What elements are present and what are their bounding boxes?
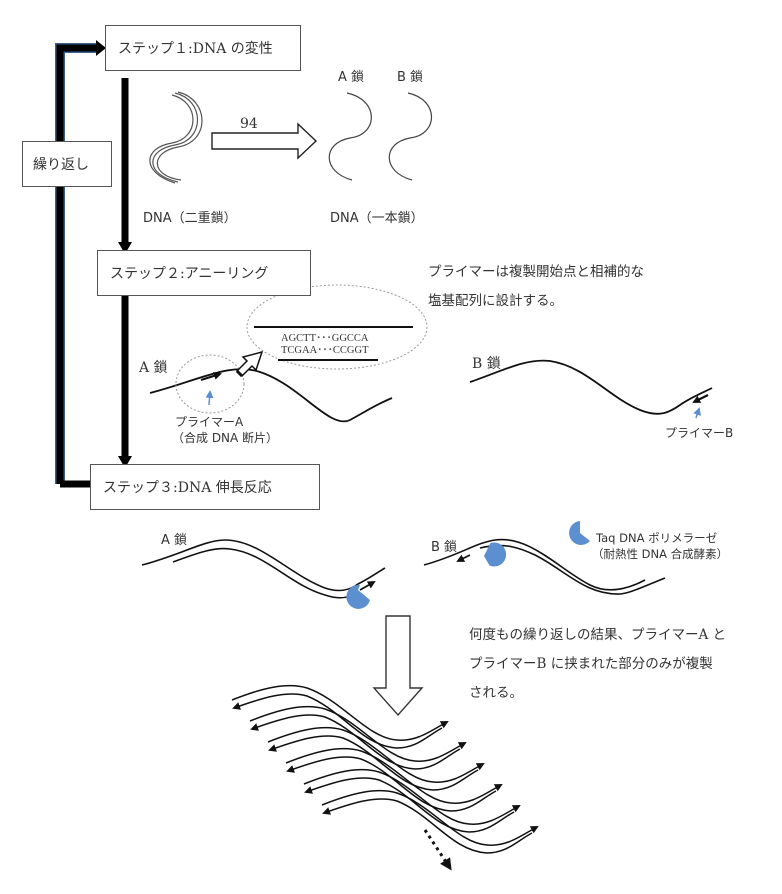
product-strand-pair [303, 768, 521, 833]
result-note-line3: される。 [469, 685, 523, 701]
enzyme-icon-b [484, 542, 507, 567]
single-strand-a [328, 92, 372, 181]
sequence-bottom: TCGAA･･･CCGGT [281, 345, 369, 356]
heat-arrow [211, 122, 318, 160]
single-strand-label: DNA（一本鎖） [330, 211, 424, 226]
result-arrow [372, 615, 424, 717]
double-strand-dna [149, 91, 203, 184]
product-strand-pair [231, 684, 449, 749]
annealing-strand-b [469, 359, 713, 419]
annealing-strand-a [149, 354, 393, 423]
enzyme-legend-icon [569, 521, 590, 545]
step3-label: ステップ３:DNA 伸長反応 [103, 480, 272, 496]
step1-label: ステップ１:DNA の変性 [118, 41, 273, 57]
step2-label: ステップ２:アニーリング [110, 266, 269, 282]
primer-note: プライマーは複製開始点と相補的な 塩基配列に設計する。 [428, 258, 644, 316]
sequence-callout [246, 284, 428, 370]
extension-strand-a-label: A 鎖 [161, 533, 188, 548]
extension-strand-b-label: B 鎖 [431, 540, 458, 555]
extension-strand-b [423, 538, 666, 595]
product-strand-pair [267, 726, 485, 791]
strand-b-label-top: B 鎖 [397, 70, 424, 85]
amplified-products [231, 684, 539, 871]
repeat-box: 繰り返し [22, 141, 112, 187]
sequence-text: AGCTT･･･GGCCA TCGAA･･･CCGGT [281, 333, 369, 357]
step1-box: ステップ１:DNA の変性 [105, 25, 301, 71]
primer-note-line1: プライマーは複製開始点と相補的な [428, 264, 644, 280]
extension-strand-a [141, 539, 386, 599]
primer-b-label: プライマーB [665, 426, 734, 440]
result-note: 何度もの繰り返しの結果、プライマーA と プライマーB に挟まれた部分のみが複製… [469, 621, 726, 708]
enzyme-label: Taq DNA ポリメラーゼ [596, 531, 718, 545]
temperature-label: 94 [240, 116, 258, 132]
product-strand-pair [321, 789, 539, 854]
continuation-arrow [423, 829, 452, 871]
enzyme-sublabel: （耐熱性 DNA 合成酵素） [592, 547, 729, 561]
annealing-strand-a-label: A 鎖 [139, 360, 168, 376]
result-note-line2: プライマーB に挟まれた部分のみが複製 [469, 656, 713, 672]
primer-a-highlight [175, 354, 245, 414]
callout-arrow [235, 350, 264, 378]
primer-a-sublabel: （合成 DNA 断片） [172, 431, 279, 445]
step3-box: ステップ３:DNA 伸長反応 [90, 464, 320, 510]
sequence-top: AGCTT･･･GGCCA [281, 333, 369, 344]
result-note-line1: 何度もの繰り返しの結果、プライマーA と [469, 627, 727, 643]
strand-a-label-top: A 鎖 [338, 70, 365, 85]
product-strand-pair [249, 705, 467, 770]
primer-a-label: プライマーA [175, 415, 244, 429]
double-strand-label: DNA（二重鎖） [143, 211, 237, 226]
primer-note-line2: 塩基配列に設計する。 [428, 293, 563, 309]
single-strand-b [388, 92, 433, 181]
annealing-strand-b-label: B 鎖 [472, 356, 501, 372]
enzyme-icon-a [346, 584, 370, 609]
repeat-label: 繰り返し [33, 157, 89, 173]
step1-to-step2-arrow [118, 78, 132, 254]
step2-to-step3-arrow [118, 296, 132, 468]
product-strand-pair [285, 747, 503, 812]
step2-box: ステップ２:アニーリング [97, 250, 311, 296]
